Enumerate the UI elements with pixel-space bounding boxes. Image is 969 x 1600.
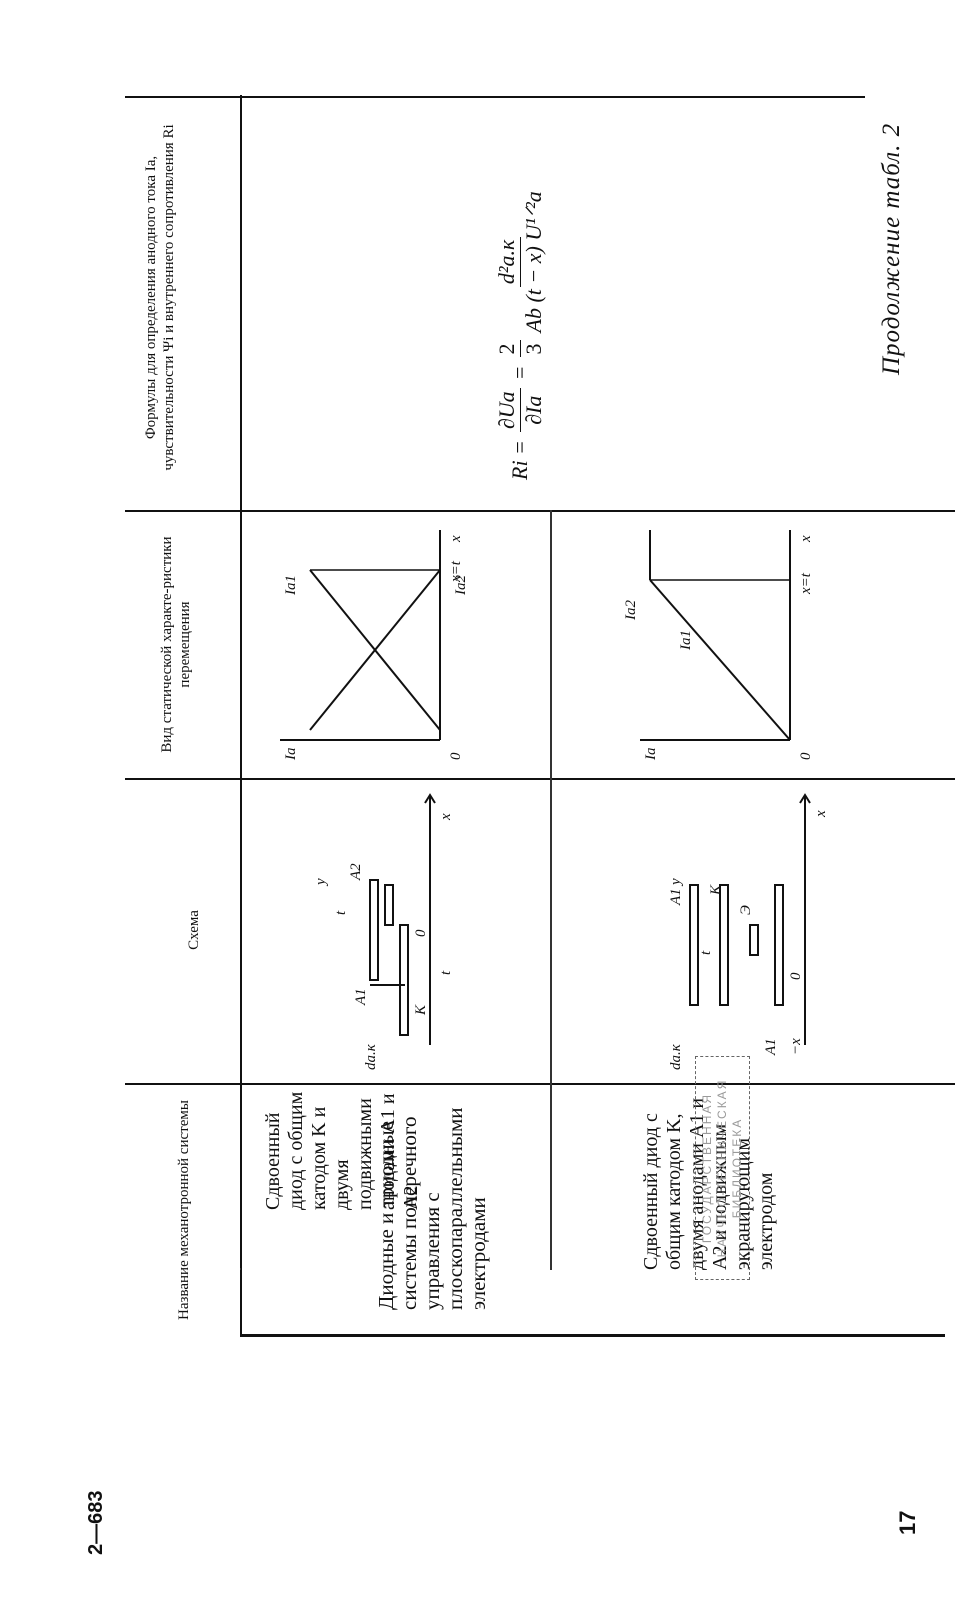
- formula-f-den: Ab (t − x) U¹ᐟ²а: [520, 191, 546, 333]
- s2-y-label: y: [668, 878, 684, 887]
- stamp-line-3: БИБЛИОТЕКА: [730, 1117, 744, 1219]
- library-stamp: ГОСУДАРСТВЕННАЯ НАУЧНО-ТЕХНИЧЕСКАЯ БИБЛИ…: [695, 1056, 750, 1280]
- s2-a1-label: A1: [668, 888, 684, 906]
- cathode-k-2: [719, 884, 729, 1006]
- s2-x-label: x: [813, 810, 829, 818]
- col-sep-scheme: [125, 778, 955, 780]
- s1-k-label: K: [413, 1004, 429, 1016]
- anode-a1: [369, 879, 379, 981]
- s1-tt-label: t: [438, 970, 454, 975]
- c2-xt-label: x=t: [798, 572, 814, 595]
- s2-k-label: K: [708, 884, 724, 896]
- c1-ia2-label: Iа2: [453, 575, 469, 596]
- formula-c-den: 3: [520, 343, 546, 355]
- scheme-diagram-1: x A2 A1 K 0 y t t dа.к: [313, 793, 454, 1070]
- cathode-k: [399, 924, 409, 1036]
- c2-ia-label: Iа: [643, 748, 659, 762]
- s1-x-label: x: [438, 813, 454, 821]
- c1-ia1-label: Iа1: [283, 575, 299, 596]
- table-top-rule: [125, 96, 865, 98]
- c1-xt-label: x=t: [448, 560, 464, 583]
- formula-ri: Ri = ∂Uа ∂Iа = 2 3 d²а.к Ab (t − x) U¹ᐟ²…: [470, 100, 570, 480]
- header-rule: [240, 95, 242, 1335]
- formula-eq: =: [507, 365, 532, 381]
- s1-t-label: t: [333, 910, 349, 915]
- row-separator: [550, 510, 552, 1270]
- header-formulas: Формулы для определения анодного тока Ia…: [143, 124, 177, 471]
- c1-line-ia2: [309, 569, 441, 731]
- c1-ia-label: Iа: [283, 748, 299, 762]
- s1-dak-label: dа.к: [363, 1043, 379, 1070]
- table-caption: Продолжение табл. 2: [878, 122, 905, 375]
- formula-lhs: Ri =: [507, 440, 532, 480]
- formula-frac-3: d²а.к Ab (t − x) U¹ᐟ²а: [493, 191, 547, 333]
- formula-frac-1: ∂Uа ∂Iа: [493, 388, 547, 433]
- c1-zero-label: 0: [448, 752, 464, 760]
- formula-f-num: d²а.к: [493, 236, 521, 288]
- anode-a2: [774, 884, 784, 1006]
- c2-ia2-label: Iа2: [623, 600, 639, 621]
- header-characteristic: Вид статической характе-ристики перемеще…: [159, 536, 193, 753]
- page-number: 17: [895, 1510, 920, 1535]
- anode-a2: [384, 884, 394, 926]
- s1-y-label: y: [313, 878, 329, 887]
- s2-e-label: Э: [738, 905, 754, 915]
- s2-t-label: t: [698, 950, 714, 955]
- col-sep-char: [125, 510, 955, 512]
- c2-line-ia1: [649, 579, 791, 741]
- characteristic-chart-2: Iа Iа1 Iа2 0 x x=t: [623, 530, 814, 762]
- sheet-code: 2—683: [85, 1490, 107, 1556]
- stamp-line-2: НАУЧНО-ТЕХНИЧЕСКАЯ: [715, 1078, 729, 1258]
- screen-e: [749, 924, 759, 956]
- formula-frac-2: 2 3: [493, 340, 547, 358]
- x-arrow: [424, 793, 436, 804]
- s2-zero-label: 0: [788, 972, 804, 980]
- formula-c-num: 2: [493, 340, 521, 358]
- row1-name: Сдвоенный диод с общим катодом K и двумя…: [262, 1091, 422, 1210]
- c2-x-label: x: [798, 535, 814, 543]
- scheme-diagram-2: y A1 K Э t x 0 dа.к A1 −x: [668, 793, 829, 1070]
- s1-a2-label: A2: [348, 863, 364, 881]
- formula-d1-den: ∂Iа: [520, 395, 546, 425]
- stamp-line-1: ГОСУДАРСТВЕННАЯ: [700, 1092, 714, 1244]
- c2-ia1-label: Iа1: [678, 630, 694, 651]
- x-arrow-2: [799, 793, 811, 804]
- header-scheme: Схема: [186, 910, 202, 950]
- characteristic-chart-1: Iа Iа1 Iа2 0 x x=t: [280, 530, 469, 762]
- s2-a1b-label: A1: [763, 1038, 779, 1056]
- table-left-rule: [240, 1334, 945, 1337]
- formula-d1-num: ∂Uа: [493, 388, 521, 433]
- group-separator: [240, 1268, 241, 1270]
- s2-mx-label: −x: [788, 1038, 804, 1055]
- s1-zero-label: 0: [413, 929, 429, 937]
- c1-x-label: x: [448, 535, 464, 543]
- c2-zero-label: 0: [798, 752, 814, 760]
- s2-dak-label: dа.к: [668, 1043, 684, 1070]
- s1-a1-label: A1: [353, 988, 369, 1006]
- header-name: Название механотронной системы: [176, 1100, 192, 1320]
- col-sep-name: [125, 1083, 955, 1085]
- anode-a1-2: [689, 884, 699, 1006]
